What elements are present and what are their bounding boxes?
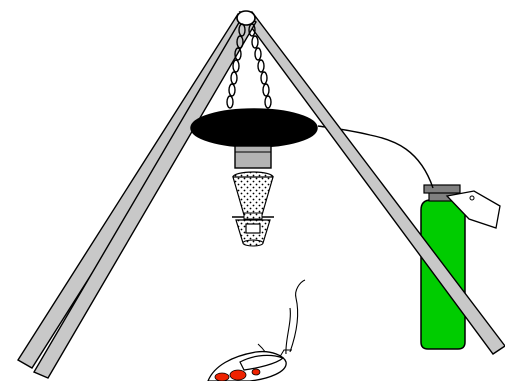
cylinder-valve-cap xyxy=(424,185,460,193)
collection-box xyxy=(246,224,260,233)
lamp-socket-icon xyxy=(235,146,271,168)
insect-marking xyxy=(230,370,246,380)
insect-marking xyxy=(252,369,260,375)
lamp-shade-icon xyxy=(191,109,317,147)
insect-marking xyxy=(215,373,229,381)
tripod-top-ring xyxy=(237,11,255,25)
